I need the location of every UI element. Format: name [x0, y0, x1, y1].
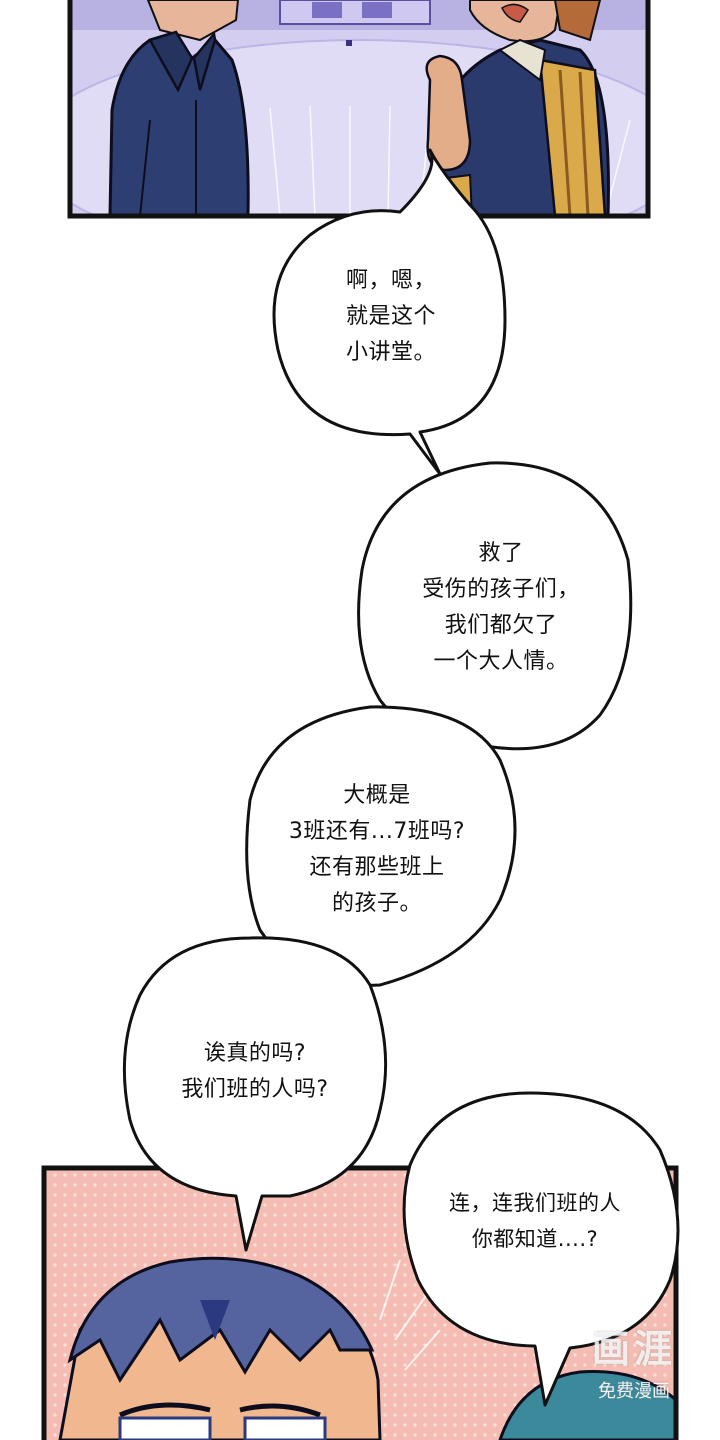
watermark-logo: 画涯: [591, 1327, 676, 1371]
bottom-panel-frame: [41, 1165, 679, 1440]
left-character: [108, 0, 250, 216]
right-character: [425, 0, 610, 216]
speech-text-2: 救了 受伤的孩子们， 我们都欠了 一个大人情。: [422, 541, 580, 674]
top-panel: [70, 0, 648, 216]
speech-text-3: 大概是 3班还有...7班吗? 还有那些班上 的孩子。: [288, 783, 466, 916]
speech-bubble-4: [122, 936, 388, 1252]
speech-bubble-1: [272, 148, 507, 476]
watermark-subtitle: 免费漫画: [598, 1381, 670, 1402]
speech-bubble-5: [402, 1091, 680, 1407]
speech-bubble-3: [245, 705, 517, 987]
speech-text-5: 连，连我们班的人 你都知道....?: [449, 1191, 621, 1251]
watermark: 画涯 免费漫画: [574, 1318, 694, 1418]
speech-text-4: 诶真的吗? 我们班的人吗?: [181, 1041, 329, 1102]
speech-text-1: 啊，嗯， 就是这个 小讲堂。: [345, 268, 436, 365]
bottom-left-character: [58, 1256, 382, 1440]
